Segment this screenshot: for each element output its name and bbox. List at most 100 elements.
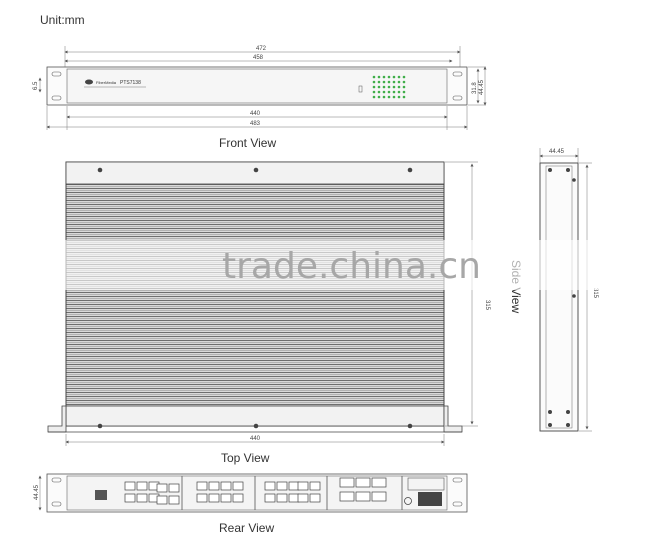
status-led-icon [377,80,381,84]
rj45-port-icon [232,481,244,491]
rear-dim-44-45: 44.45 [34,484,40,500]
front-dim-472: 472 [256,46,267,52]
rj45-port-icon [136,493,148,503]
status-led-icon [392,75,396,79]
status-led-icon [372,95,376,99]
status-led-icon [402,80,406,84]
status-led-icon [372,75,376,79]
rj45-port-icon [208,493,220,503]
watermark-text: trade.china.cn [222,246,481,287]
status-led-icon [387,85,391,89]
screw-icon [253,167,259,173]
status-led-icon [397,80,401,84]
status-led-icon [397,90,401,94]
top-view-title: Top View [221,451,270,465]
unit-label: Unit:mm [40,13,85,27]
status-led-icon [382,90,386,94]
rj45-port-icon [288,481,300,491]
fiber-port-icon [355,491,371,502]
status-led-icon [387,95,391,99]
status-led-icon [402,95,406,99]
status-led-icon [387,80,391,84]
status-led-icon [397,75,401,79]
rear-port-group [124,477,387,505]
status-led-icon [372,80,376,84]
rear-view-title: Rear View [219,521,274,535]
front-view: 472 458 FiberMedia PTS7138 6.5 31.8 44.4… [33,46,487,150]
rj45-port-icon [297,493,309,503]
side-dim-315: 315 [592,288,598,299]
status-led-icon [377,95,381,99]
status-led-icon [377,90,381,94]
front-dim-483: 483 [250,121,261,127]
status-led-icon [377,75,381,79]
rj45-port-icon [220,481,232,491]
status-led-icon [382,80,386,84]
screw-icon [548,168,552,172]
status-led-icon [392,80,396,84]
front-brand: FiberMedia [96,80,117,85]
status-led-icon [372,90,376,94]
top-dim-315: 315 [484,300,490,311]
power-led-icon [358,85,363,93]
status-led-icon [392,90,396,94]
rj45-port-icon [220,493,232,503]
screw-icon [566,168,570,172]
rj45-port-icon [309,493,321,503]
screw-icon [572,294,576,298]
rj45-port-icon [124,493,136,503]
screw-icon [97,423,103,429]
rj45-port-icon [309,481,321,491]
rj45-port-icon [168,483,180,493]
status-led-icon [382,85,386,89]
status-led-icon [397,85,401,89]
console-port-icon [95,490,107,500]
side-dim-44-45: 44.45 [549,149,565,155]
status-led-icon [402,75,406,79]
front-view-title: Front View [219,136,276,150]
status-led-icon [397,95,401,99]
front-led-grid [372,75,406,99]
dip-switch-icon [407,477,445,491]
fiber-port-icon [371,477,387,488]
ground-icon [404,497,412,505]
front-model: PTS7138 [120,80,141,86]
status-led-icon [377,85,381,89]
watermark: trade.china.cn [0,240,672,290]
status-led-icon [392,95,396,99]
rj45-port-icon [264,493,276,503]
terminal-block-icon [418,492,442,506]
screw-icon [572,178,576,182]
rj45-port-icon [124,481,136,491]
rj45-port-icon [276,481,288,491]
front-dim-440: 440 [250,111,261,117]
rj45-port-icon [196,481,208,491]
screw-icon [253,423,259,429]
front-dim-31-8: 31.8 [472,82,478,94]
rj45-port-icon [288,493,300,503]
side-view: 44.45 315 Side View [509,148,598,432]
front-dim-44-45: 44.45 [479,79,485,95]
rj45-port-icon [196,493,208,503]
rj45-port-icon [297,481,309,491]
rj45-port-icon [156,483,168,493]
rj45-port-icon [168,495,180,505]
screw-icon [566,423,570,427]
status-led-icon [402,85,406,89]
fiber-port-icon [355,477,371,488]
screw-icon [407,423,413,429]
status-led-icon [392,85,396,89]
screw-icon [407,167,413,173]
front-dim-458: 458 [253,55,264,61]
rj45-port-icon [264,481,276,491]
screw-icon [548,410,552,414]
rj45-port-icon [232,493,244,503]
screw-icon [97,167,103,173]
rear-view: 44.45 Rear View [34,473,468,535]
rj45-port-icon [156,495,168,505]
screw-icon [548,423,552,427]
rj45-port-icon [276,493,288,503]
status-led-icon [382,95,386,99]
fiber-port-icon [339,491,355,502]
